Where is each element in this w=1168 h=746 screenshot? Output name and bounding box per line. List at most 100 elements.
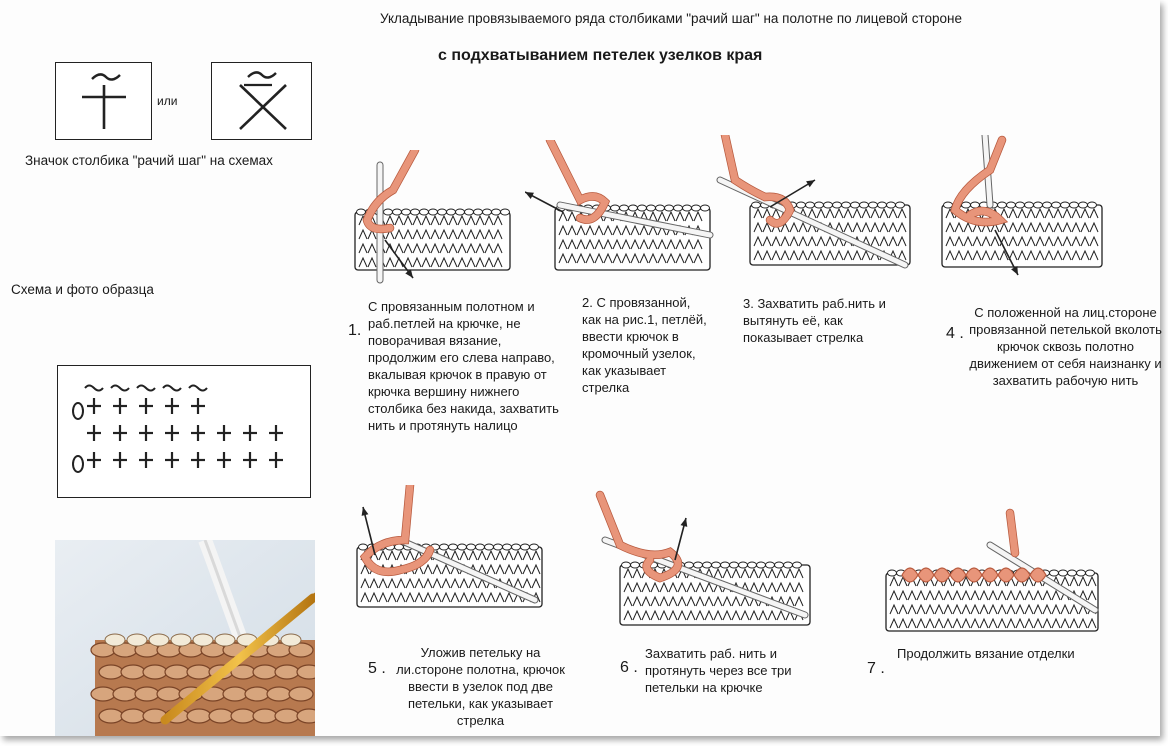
- stitch-mark: [1033, 617, 1043, 629]
- stitch-mark: [776, 567, 786, 579]
- stitch-mark: [1071, 221, 1081, 233]
- stitch-mark: [387, 577, 397, 589]
- arrow-head: [525, 192, 534, 199]
- edge-knot: [673, 204, 683, 212]
- stitch-mark: [1069, 617, 1079, 629]
- stitch-mark: [825, 249, 835, 261]
- stitch-mark: [954, 235, 964, 247]
- stitch-mark: [657, 238, 667, 250]
- stitch-mark: [378, 591, 388, 603]
- stitch-mark: [421, 256, 431, 268]
- stitch-mark: [979, 603, 989, 615]
- edge-loop: [126, 633, 148, 647]
- stitch-mark: [1080, 235, 1090, 247]
- edge-knot: [783, 561, 793, 569]
- stitch-mark: [1089, 221, 1099, 233]
- stitch-mark: [888, 221, 898, 233]
- stitch-mark: [378, 549, 388, 561]
- stitch-mark: [475, 242, 485, 254]
- stitch-mark: [825, 207, 835, 219]
- stitch-mark: [466, 228, 476, 240]
- stitch-mark: [369, 591, 379, 603]
- stitch-mark: [979, 589, 989, 601]
- edge-knot: [729, 561, 739, 569]
- stitch-mark: [952, 589, 962, 601]
- stitch-mark: [387, 549, 397, 561]
- stitch-mark: [387, 591, 397, 603]
- figure-step-2: [525, 140, 714, 271]
- edge-knot: [473, 208, 483, 216]
- edge-knot: [664, 204, 674, 212]
- edge-knot: [751, 201, 761, 209]
- stitch-mark: [567, 210, 577, 222]
- edge-knot: [868, 201, 878, 209]
- stitch-mark: [1060, 617, 1070, 629]
- stitch-mark: [1035, 221, 1045, 233]
- stitch-mark: [450, 577, 460, 589]
- stitch-mark: [630, 224, 640, 236]
- stitch-mark: [641, 595, 651, 607]
- stitch-mark: [367, 242, 377, 254]
- edge-knot: [439, 543, 449, 551]
- figure-step-1: [354, 150, 511, 284]
- stitch-mark: [889, 575, 899, 587]
- stitch-mark: [558, 252, 568, 264]
- stitch-mark: [358, 256, 368, 268]
- stitch-mark: [657, 210, 667, 222]
- stitch-mark: [1053, 235, 1063, 247]
- edge-knot: [511, 543, 521, 551]
- stitch-mark: [1071, 207, 1081, 219]
- edge-loop: [280, 633, 302, 647]
- edge-knot: [774, 561, 784, 569]
- stitch-mark: [513, 563, 523, 575]
- step-5-text: Уложив петельку на ли.стороне полотна, к…: [396, 645, 565, 728]
- edge-knot: [482, 208, 492, 216]
- edge-knot: [356, 208, 366, 216]
- stitch-mark: [1015, 589, 1025, 601]
- braided-loop: [1029, 567, 1047, 583]
- edge-knot: [630, 561, 640, 569]
- stitch-mark: [753, 207, 763, 219]
- step-4-text: С положенной на лиц.стороне провязанной …: [969, 305, 1162, 388]
- stitch-mark: [448, 228, 458, 240]
- stitch-mark: [1044, 207, 1054, 219]
- step-1-text: С провязанным полотном и раб.петлей на к…: [368, 299, 559, 433]
- stitch-mark: [1008, 249, 1018, 261]
- stitch-mark: [997, 617, 1007, 629]
- tilde-symbol: [136, 384, 156, 392]
- stitch-mark: [861, 207, 871, 219]
- stitch-mark: [504, 549, 514, 561]
- stitch-mark: [1087, 575, 1097, 587]
- stitch-mark: [486, 549, 496, 561]
- stitch-mark: [970, 617, 980, 629]
- stitch-mark: [522, 549, 532, 561]
- stitch-mark: [394, 228, 404, 240]
- stitch-mark: [1006, 617, 1016, 629]
- edge-knot: [1076, 569, 1086, 577]
- stitch-mark: [432, 577, 442, 589]
- stitch-mark: [493, 256, 503, 268]
- stitch-mark: [1015, 603, 1025, 615]
- stitch-mark: [897, 207, 907, 219]
- edge-knot: [646, 204, 656, 212]
- yarn-strand: [596, 491, 682, 582]
- stitch-mark: [870, 221, 880, 233]
- edge-knot: [823, 201, 833, 209]
- stitch-mark: [666, 210, 676, 222]
- stitch-mark: [1008, 235, 1018, 247]
- edge-knot: [693, 561, 703, 569]
- stitch-mark: [432, 591, 442, 603]
- stitch-mark: [852, 221, 862, 233]
- stitch-mark: [612, 252, 622, 264]
- stitch-mark: [925, 617, 935, 629]
- stitch-mark: [441, 591, 451, 603]
- stitch-mark: [870, 235, 880, 247]
- stitch-mark: [513, 549, 523, 561]
- yarn-loop: [98, 664, 124, 680]
- edge-knot: [682, 204, 692, 212]
- stitch-mark: [666, 238, 676, 250]
- stitch-mark: [1044, 235, 1054, 247]
- stitch-mark: [753, 221, 763, 233]
- stitch-mark: [898, 589, 908, 601]
- stitch-mark: [360, 591, 370, 603]
